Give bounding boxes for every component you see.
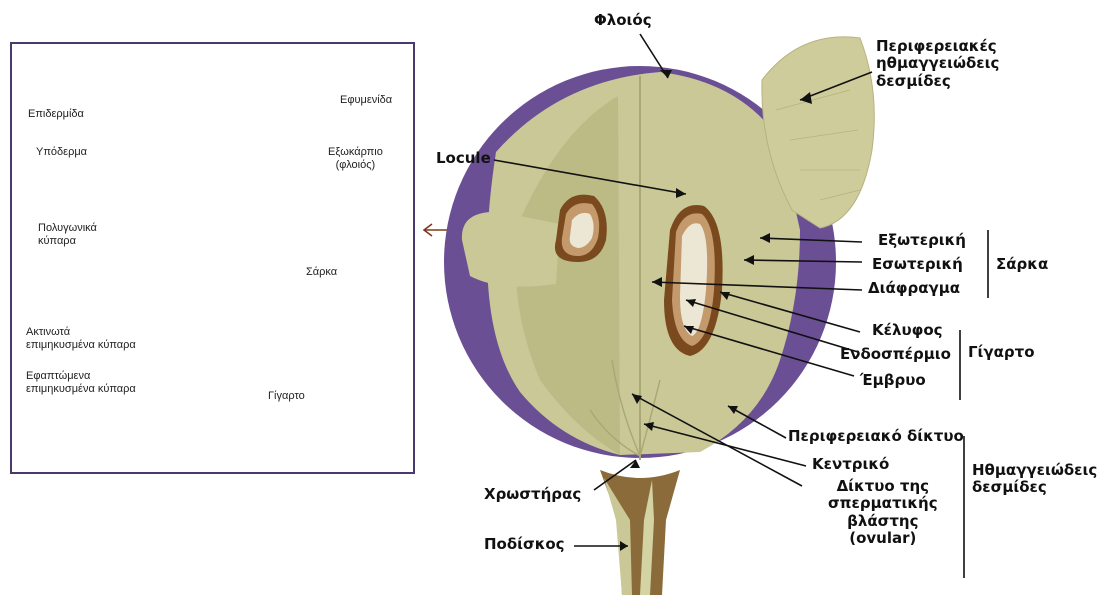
label-seed-group: Γίγαρτο [968,344,1035,361]
label-tangential-cells: Εφαπτώμενα επιμηκυσμένα κύπαρα [26,370,136,395]
label-radial-cells: Ακτινωτά επιμηκυσμένα κύπαρα [26,326,136,351]
label-exocarp: Εξωκάρπιο (φλοιός) [328,146,383,171]
label-central-network: Κεντρικό [812,456,889,473]
label-epidermis: Επιδερμίδα [28,108,84,121]
label-hypodermis: Υπόδερμα [36,146,87,159]
tissue-inset-panel [10,42,415,474]
label-seed-coat: Κέλυφος [872,322,943,339]
label-seed-inset: Γίγαρτο [268,390,305,403]
label-cuticle: Εφυμενίδα [340,94,392,107]
label-skin: Φλοιός [594,12,652,29]
label-inner-flesh: Εσωτερική [872,256,963,273]
label-outer-flesh: Εξωτερική [878,232,966,249]
label-vascular-group: Ηθμαγγειώδεις δεσμίδες [972,462,1097,497]
label-flesh-group: Σάρκα [996,256,1048,273]
label-embryo: Έμβρυο [860,372,926,389]
label-peripheral-network: Περιφερειακό δίκτυο [788,428,964,445]
label-peripheral-bundles: Περιφερειακές ηθμαγγειώδεις δεσμίδες [876,38,999,90]
label-septum: Διάφραγμα [868,280,960,297]
label-flesh-inset: Σάρκα [306,266,337,279]
label-polygonal-cells: Πολυγωνικά κύπαρα [38,222,97,247]
grape-berry [444,37,874,595]
label-locule: Locule [436,150,491,167]
label-pedicel: Ποδίσκος [484,536,565,553]
label-endosperm: Ενδοσπέρμιο [840,346,951,363]
label-ovular-network: Δίκτυο της σπερματικής βλάστης (ovular) [828,478,938,547]
label-brush: Χρωστήρας [484,486,581,503]
